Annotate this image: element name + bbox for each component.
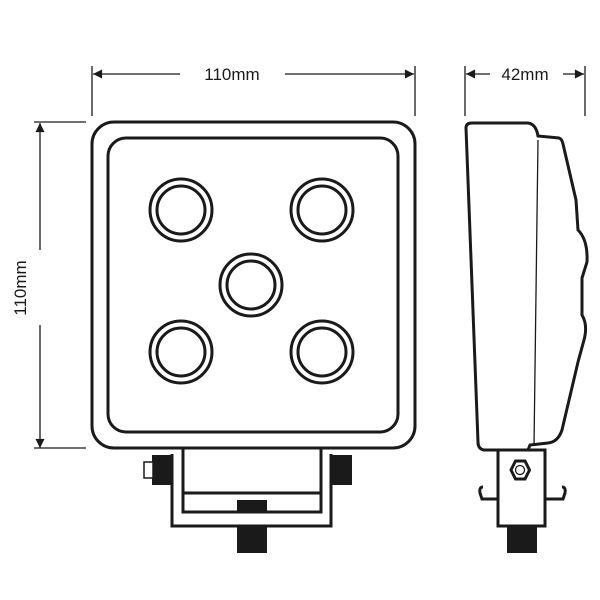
led [148, 177, 214, 243]
mounting-bracket [143, 447, 352, 553]
nut-icon [509, 459, 532, 481]
depth-dimension: 42mm [464, 65, 586, 116]
front-view [90, 120, 417, 553]
lens [106, 136, 400, 434]
led [148, 319, 214, 385]
height-label: 110mm [11, 260, 30, 315]
height-dimension: 110mm [11, 121, 86, 449]
depth-label: 42mm [501, 65, 548, 84]
width-dimension: 110mm [91, 65, 416, 116]
led [218, 252, 284, 318]
led [289, 319, 355, 385]
housing [90, 120, 417, 450]
side-bracket [478, 448, 567, 553]
led [289, 177, 355, 243]
led-array [148, 177, 355, 385]
side-view [464, 121, 589, 553]
width-label: 110mm [204, 65, 259, 84]
